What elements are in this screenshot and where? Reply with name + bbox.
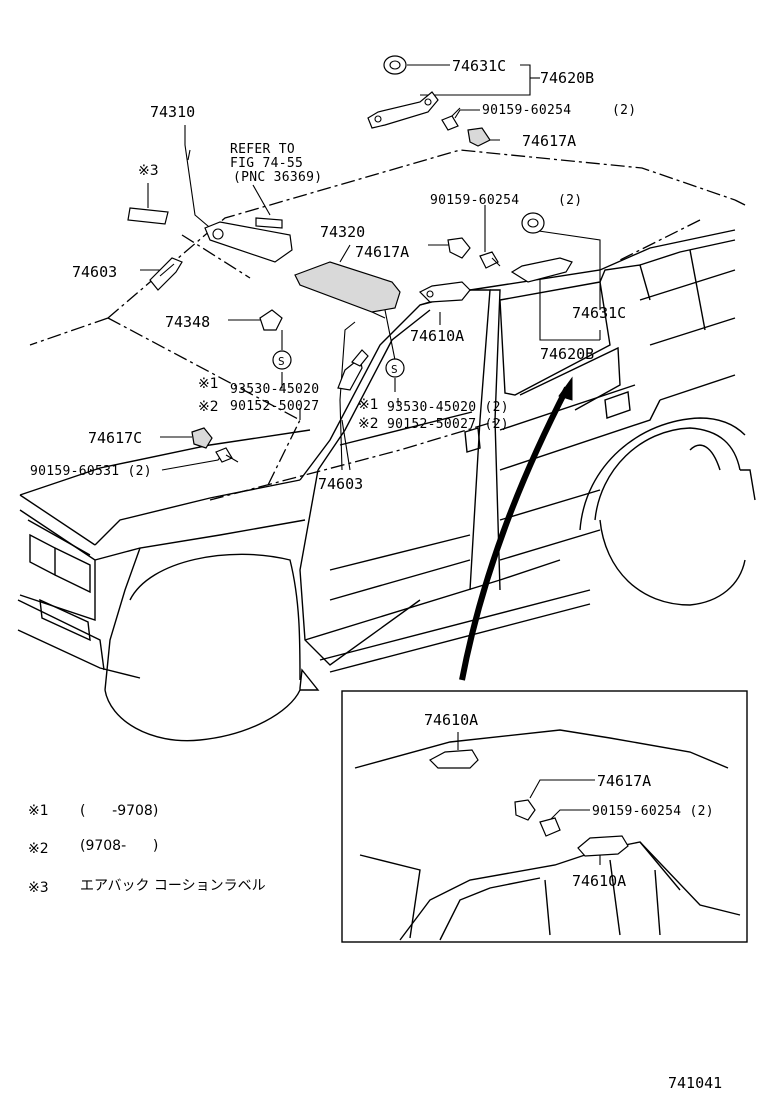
label-74617A-mid: 74617A <box>355 243 410 261</box>
part-74610A-mid <box>418 281 471 303</box>
label-90152-50027-right: 90152-50027 (2) <box>387 417 509 432</box>
label-74617C: 74617C <box>88 429 143 447</box>
refer-to-line-2: FIG 74-55 <box>230 156 304 171</box>
part-74631C-top <box>383 55 407 75</box>
label-74631C-top: 74631C <box>452 57 507 75</box>
part-74310 <box>127 207 293 263</box>
refer-to-line-1: REFER TO <box>230 142 296 157</box>
part-74617C <box>191 427 213 449</box>
label-74320: 74320 <box>320 223 366 241</box>
s-symbol-left <box>272 350 292 370</box>
vehicle-outline <box>17 149 756 742</box>
part-74320 <box>294 261 401 319</box>
label-93530-45020-left: 93530-45020 <box>230 382 320 397</box>
part-74631C-right <box>521 212 545 234</box>
parts <box>127 55 573 463</box>
leader-lines <box>140 64 601 865</box>
inset-label-74610A-top: 74610A <box>424 711 479 729</box>
part-74603-pillar <box>337 349 369 391</box>
label-90159-60254-mid: 90159-60254 <box>430 193 520 208</box>
part-90159-60254-top <box>441 107 461 131</box>
part-74617A-mid <box>447 237 471 259</box>
label-74610A-mid: 74610A <box>410 327 465 345</box>
label-74620B-top: 74620B <box>540 69 595 87</box>
inset-label-74610A-bottom: 74610A <box>572 872 627 890</box>
note-2-mark: ※2 <box>28 841 49 857</box>
label-90152-50027-left: 90152-50027 <box>230 399 320 414</box>
inset-label-90159-60254: 90159-60254 (2) <box>592 804 714 819</box>
mark-1-right: ※1 <box>358 397 379 413</box>
inset-label-74617A: 74617A <box>597 772 652 790</box>
callout-arrow <box>459 376 573 681</box>
note-3-mark: ※3 <box>28 880 49 896</box>
refer-to-line-3: (PNC 36369) <box>233 170 323 185</box>
note-1-mark: ※1 <box>28 803 49 819</box>
note-2-text: (9708- ) <box>80 838 159 854</box>
part-74603-left <box>149 257 183 291</box>
label-90159-60254-mid-qty: (2) <box>558 193 583 208</box>
part-90159-60531 <box>215 447 239 463</box>
label-74603-left: 74603 <box>72 263 118 281</box>
label-93530-45020-right: 93530-45020 (2) <box>387 400 509 415</box>
s-symbol-left-text: S <box>278 355 285 368</box>
mark-1-left: ※1 <box>198 376 219 392</box>
note-1-text: ( -9708) <box>80 803 159 819</box>
label-74620B-right: 74620B <box>540 345 595 363</box>
label-74631C-right: 74631C <box>572 304 627 322</box>
label-90159-60531: 90159-60531 (2) <box>30 464 152 479</box>
mark-2-left: ※2 <box>198 399 219 415</box>
inset-detail <box>341 690 748 943</box>
part-74620B-right <box>510 257 573 283</box>
label-74310: 74310 <box>150 103 196 121</box>
part-74620B-top <box>367 91 439 129</box>
label-74348: 74348 <box>165 313 211 331</box>
s-symbol-right-text: S <box>391 363 398 376</box>
label-90159-60254-top: 90159-60254 <box>482 103 572 118</box>
figure-number: 741041 <box>668 1074 723 1092</box>
note-3-text: エアバック コーションラベル <box>80 878 266 894</box>
mark-3-callout: ※3 <box>138 163 159 179</box>
s-symbol-right <box>385 358 405 378</box>
label-74617A-top: 74617A <box>522 132 577 150</box>
label-74603-center: 74603 <box>318 475 364 493</box>
part-74617A-top <box>467 127 491 147</box>
mark-2-right: ※2 <box>358 416 379 432</box>
part-74348 <box>259 309 283 331</box>
label-90159-60254-top-qty: (2) <box>612 103 637 118</box>
part-90159-60254-mid <box>479 251 501 269</box>
